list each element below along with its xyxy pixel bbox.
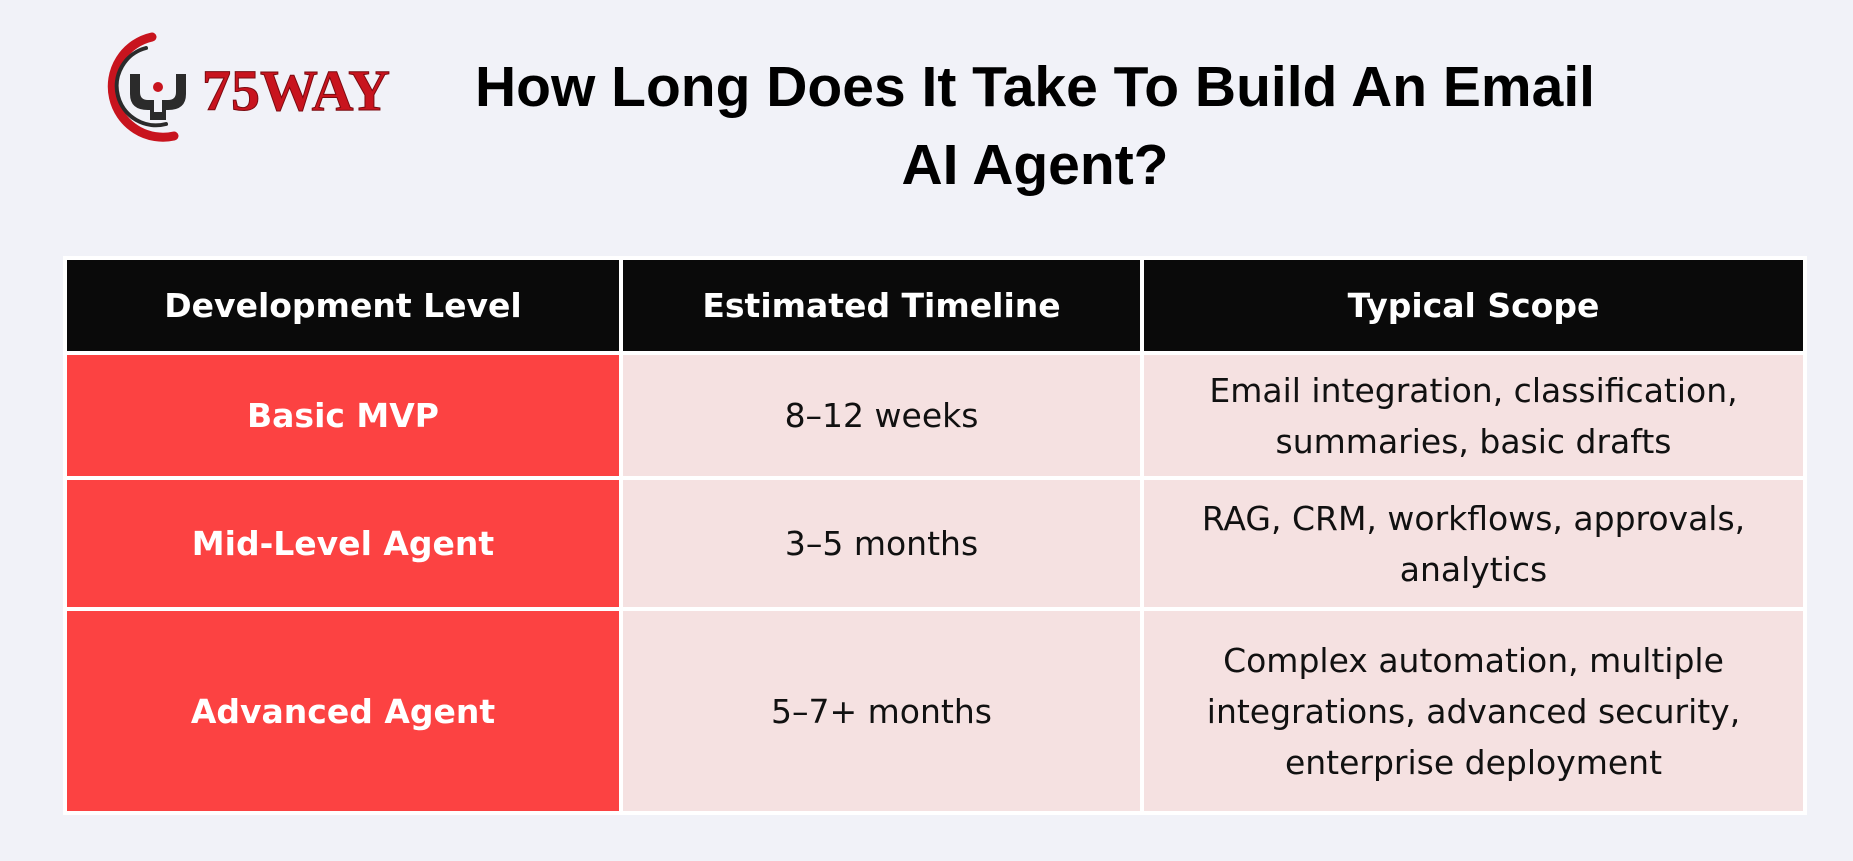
title-line-2: AI Agent? <box>901 133 1169 197</box>
level-cell: Advanced Agent <box>63 607 623 815</box>
page-title: How Long Does It Take To Build An Email … <box>440 48 1630 204</box>
scope-cell: Complex automation, multiple integration… <box>1140 607 1807 815</box>
table-row: Mid-Level Agent 3–5 months RAG, CRM, wor… <box>63 476 1807 611</box>
timeline-table: Development Level Estimated Timeline Typ… <box>63 256 1807 815</box>
table-header: Development Level Estimated Timeline Typ… <box>63 256 1807 355</box>
timeline-cell: 8–12 weeks <box>619 351 1144 480</box>
table-row: Advanced Agent 5–7+ months Complex autom… <box>63 607 1807 815</box>
header-estimated-timeline: Estimated Timeline <box>619 256 1144 355</box>
level-cell: Basic MVP <box>63 351 623 480</box>
title-line-1: How Long Does It Take To Build An Email <box>475 55 1595 119</box>
level-cell: Mid-Level Agent <box>63 476 623 611</box>
logo-text: 75WAY <box>202 58 390 123</box>
scope-cell: Email integration, classification, summa… <box>1140 351 1807 480</box>
brand-logo: 75WAY <box>100 32 420 142</box>
table-body: Basic MVP 8–12 weeks Email integration, … <box>63 351 1807 815</box>
timeline-cell: 5–7+ months <box>619 607 1144 815</box>
logo-mark-icon: 75WAY <box>107 32 391 142</box>
header-development-level: Development Level <box>63 256 623 355</box>
scope-cell: RAG, CRM, workflows, approvals, analytic… <box>1140 476 1807 611</box>
header-typical-scope: Typical Scope <box>1140 256 1807 355</box>
timeline-cell: 3–5 months <box>619 476 1144 611</box>
table-row: Basic MVP 8–12 weeks Email integration, … <box>63 351 1807 480</box>
header-row: Development Level Estimated Timeline Typ… <box>63 256 1807 355</box>
